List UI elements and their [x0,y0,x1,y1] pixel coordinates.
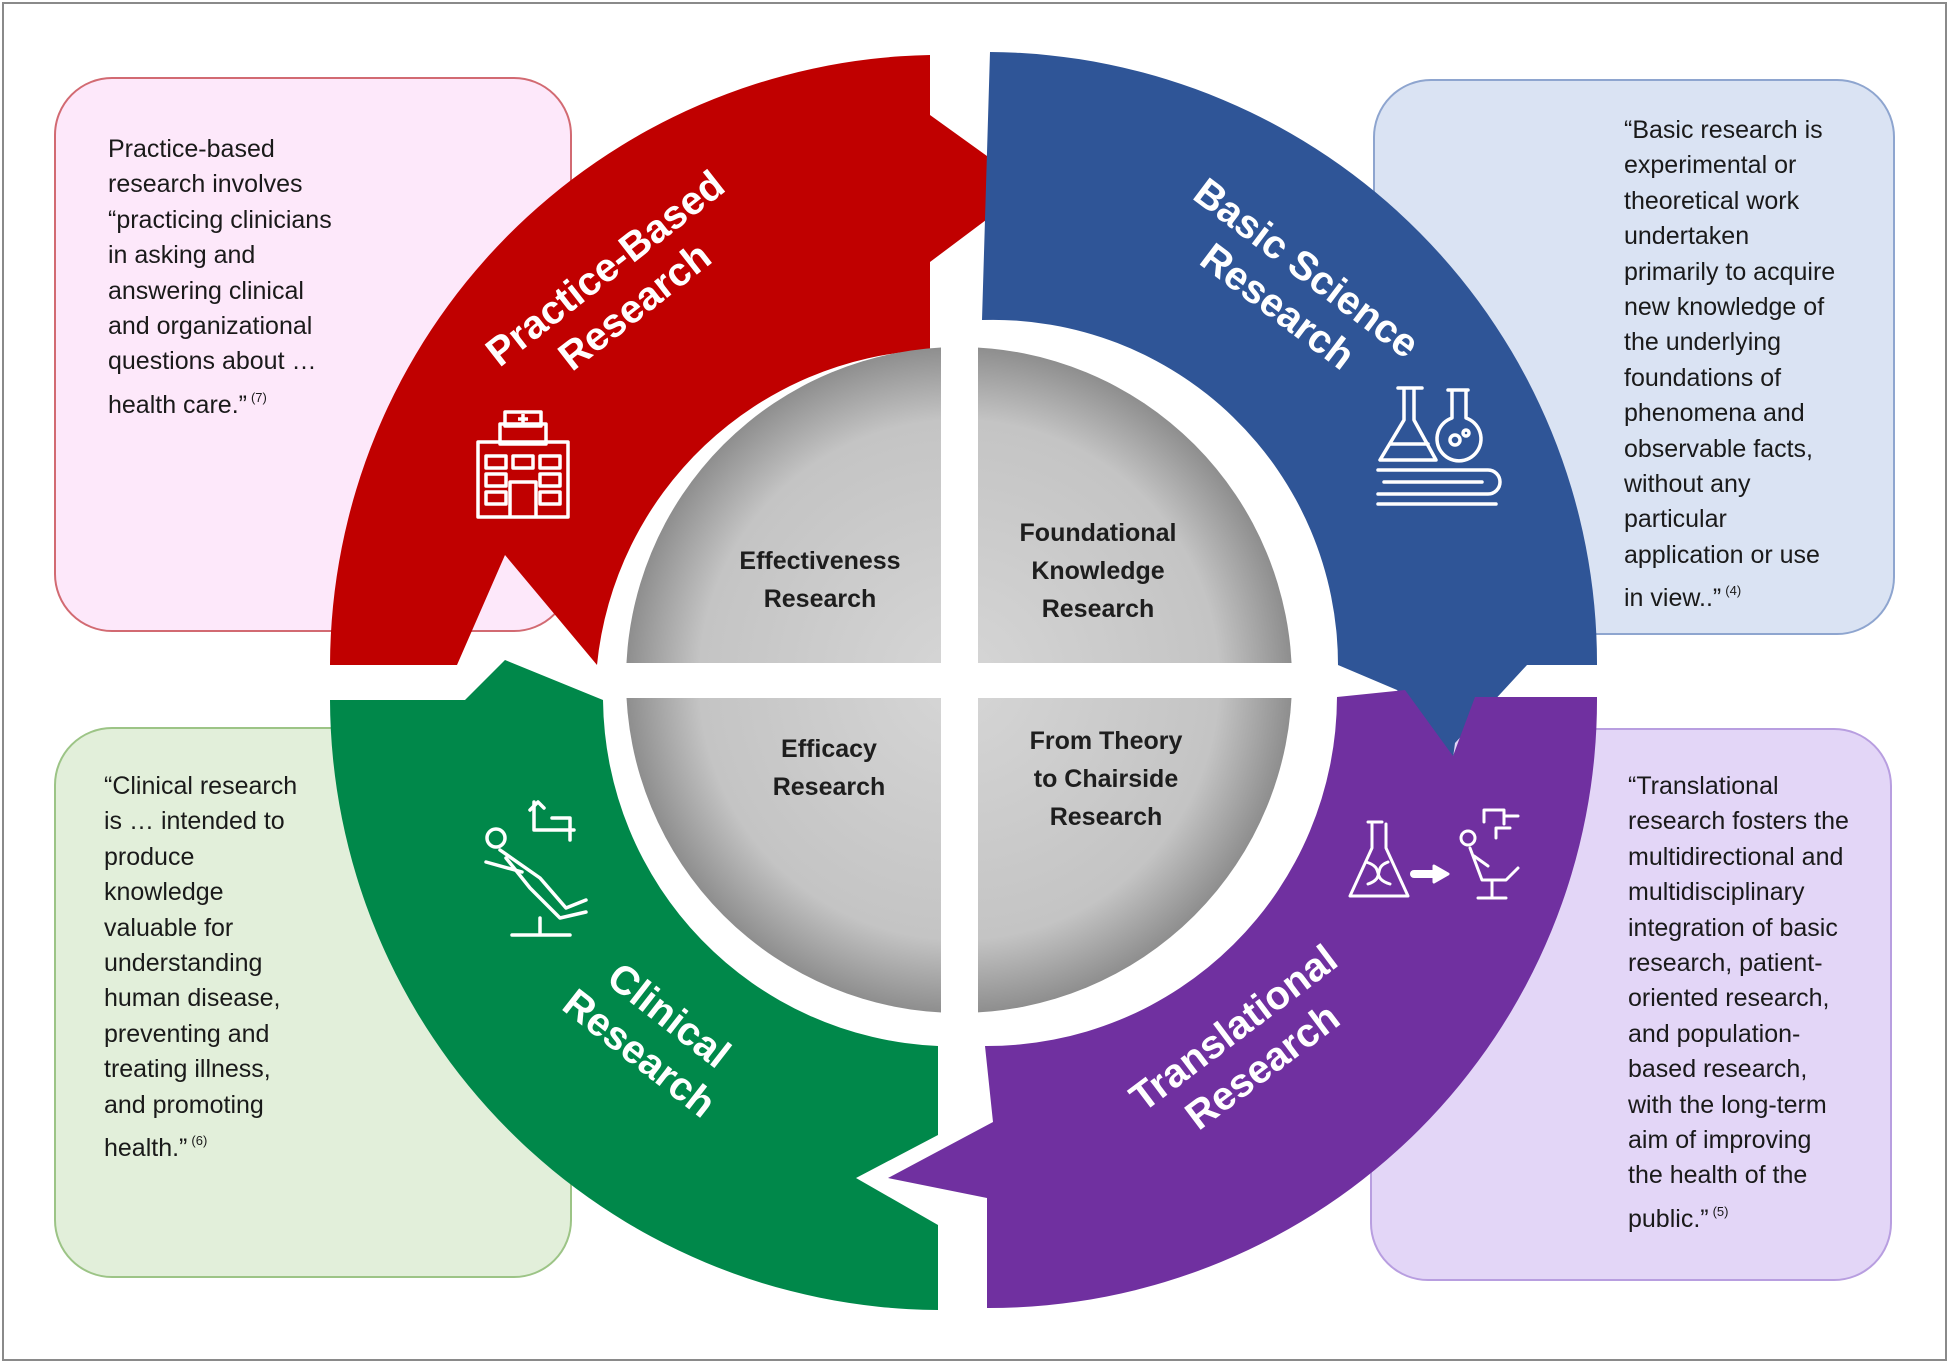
quote-line: aim of improving [1628,1126,1812,1155]
quote-line: produce [104,842,195,871]
reference-marker: (4) [1725,583,1742,599]
quote-line: primarily to acquire [1624,257,1836,286]
quote-line: public.”(5) [1628,1203,1729,1233]
quote-line: experimental or [1624,151,1797,180]
quote-line: valuable for [104,913,234,942]
quote-line: oriented research, [1628,984,1830,1013]
flask-books-icon [1376,386,1502,506]
core-vertical-divider [941,345,978,1015]
quote-line: research involves [108,170,303,199]
core-label-line: Effectiveness [739,547,900,575]
quote-line: new knowledge of [1624,293,1825,322]
quote-line: the underlying [1624,328,1782,357]
quote-line: multidirectional and [1628,842,1844,871]
quote-line: phenomena and [1624,399,1805,428]
quote-line: research, patient- [1628,949,1823,978]
quote-line: “Basic research is [1624,116,1823,144]
hospital-icon [476,410,570,519]
core-label-line: Research [1042,595,1155,623]
quote-line: integration of basic [1628,913,1838,942]
quote-line: Practice-based [108,135,275,163]
core-label-line: Foundational [1020,519,1177,547]
quote-line: answering clinical [108,276,304,305]
reference-marker: (6) [191,1133,208,1149]
quote-line: is … intended to [104,807,285,836]
quote-line: with the long-term [1628,1090,1827,1119]
core-label-line: From Theory [1030,727,1183,755]
quote-line: observable facts, [1624,434,1813,463]
quote-line: health.”(6) [104,1133,208,1163]
reference-marker: (5) [1712,1203,1729,1219]
quote-line: and promoting [104,1090,264,1119]
core-label-line: to Chairside [1034,765,1179,793]
quote-line: and organizational [108,312,313,341]
practice-based-quote: Practice-based research involves “practici… [108,132,332,423]
dental-chair-icon [484,800,588,937]
quote-line: “Translational [1628,772,1779,800]
quote-line: “practicing clinicians [108,205,332,234]
quote-line: knowledge [104,878,224,907]
quote-line: application or use [1624,540,1820,569]
quote-line: in view..”(4) [1624,583,1742,613]
quote-line: and population- [1628,1019,1801,1048]
basic-science-research-segment [982,52,1598,758]
reference-marker: (7) [250,389,267,405]
translational-quote: “Translational research fosters the multid… [1628,769,1849,1237]
quote-line: in asking and [108,241,256,270]
quote-line: the health of the [1628,1161,1808,1190]
basic-science-quote: “Basic research is experimental or theoret… [1624,113,1835,617]
quote-line: foundations of [1624,363,1782,392]
practice-based-research-segment [330,55,1030,665]
quote-line: health care.”(7) [108,389,267,419]
clinical-research-segment [330,660,938,1310]
quote-line: “Clinical research [104,772,298,800]
core-label-line: Efficacy [781,735,877,763]
core-label-line: Knowledge [1031,557,1164,585]
quote-line: preventing and [104,1019,270,1048]
core-label-line: Research [773,773,886,801]
quote-line: undertaken [1624,222,1750,251]
quote-line: human disease, [104,984,281,1013]
quote-line: understanding [104,949,263,978]
clinical-quote: “Clinical research is … intended to produc… [104,769,297,1166]
quote-line: treating illness, [104,1055,271,1084]
quote-line: research fosters the [1628,807,1849,836]
core-label-line: Research [764,585,877,613]
quote-line: theoretical work [1624,186,1800,215]
quote-line: based research, [1628,1055,1808,1084]
quote-line: particular [1624,505,1727,534]
lab-to-chair-icon [1348,808,1520,900]
core-label-line: Research [1050,803,1163,831]
quote-line: multidisciplinary [1628,878,1805,907]
translational-research-segment [888,690,1598,1309]
quote-line: without any [1624,470,1751,499]
quote-line: questions about … [108,347,317,376]
